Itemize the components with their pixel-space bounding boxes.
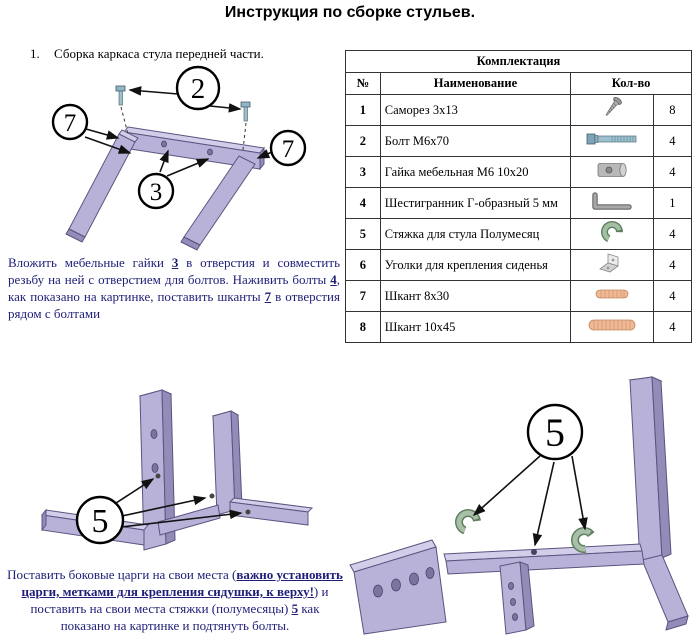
leader-arrows bbox=[84, 86, 273, 177]
part-number-cell: 4 bbox=[345, 187, 381, 219]
table-row: 2 Болт М6х70 4 bbox=[345, 125, 693, 157]
part-name-cell: Шкант 10х45 bbox=[379, 311, 572, 343]
step1-text-2: в отверстия и совместить резьбу на ней с… bbox=[8, 255, 340, 288]
part-name-cell: Уголки для крепления сиденья bbox=[379, 249, 572, 281]
table-row: 6 Уголки для крепления сиденья 4 bbox=[345, 249, 693, 281]
part-number-cell: 3 bbox=[345, 156, 381, 188]
step1-text-1: Вложить мебельные гайки bbox=[8, 255, 172, 270]
part-icon-cell bbox=[570, 156, 654, 188]
step1-heading-text: Сборка каркаса стула передней части. bbox=[54, 46, 264, 61]
callout-7-left: 7 bbox=[51, 103, 89, 141]
col-num: № bbox=[345, 72, 381, 95]
callout-5: 5 bbox=[75, 495, 125, 545]
svg-text:2: 2 bbox=[191, 73, 206, 105]
part-icon-cell bbox=[570, 94, 654, 126]
table-title-row: Комплектация bbox=[345, 50, 692, 73]
front-frame-diagram: 2 7 3 7 bbox=[51, 65, 307, 251]
callout-5: 5 bbox=[526, 403, 584, 461]
part-number-cell: 6 bbox=[345, 249, 381, 281]
part-icon-cell bbox=[570, 280, 654, 312]
side-frame-diagram: 5 bbox=[41, 389, 314, 551]
screw-icon bbox=[605, 97, 622, 116]
step1-heading: 1. Сборка каркаса стула передней части. bbox=[30, 46, 264, 62]
part-name-cell: Шкант 8х30 bbox=[379, 280, 572, 312]
table-row: 8 Шкант 10х45 4 bbox=[345, 311, 693, 343]
fastener-dots bbox=[155, 473, 251, 515]
table-row: 3 Гайка мебельная М6 10х20 4 bbox=[345, 156, 693, 188]
part-icon-cell bbox=[570, 125, 654, 157]
step2-text-2: ) и поставить на свои места стяжки (полу… bbox=[30, 584, 329, 617]
page-title: Инструкция по сборке стульев. bbox=[224, 4, 476, 21]
part-qty-cell: 4 bbox=[652, 125, 693, 157]
ref-5: 5 bbox=[291, 601, 299, 617]
step1-instructions: Вложить мебельные гайки 3 в отверстия и … bbox=[8, 254, 340, 323]
part-qty-cell: 8 bbox=[652, 94, 693, 126]
part-qty-cell: 4 bbox=[652, 156, 693, 188]
dowel-icon bbox=[588, 319, 636, 331]
svg-text:5: 5 bbox=[92, 503, 109, 540]
callout-7-right: 7 bbox=[269, 129, 307, 167]
svg-text:3: 3 bbox=[150, 179, 163, 206]
part-number-cell: 1 bbox=[345, 94, 381, 126]
part-name-cell: Саморез 3х13 bbox=[379, 94, 572, 126]
col-qty: Кол-во bbox=[570, 72, 692, 95]
step1-text-3: , как показано на картинке, поставить шк… bbox=[8, 272, 340, 305]
step2-text-1: Поставить боковые царги на свои места ( bbox=[7, 567, 237, 582]
frame-beams bbox=[65, 126, 265, 251]
part-qty-cell: 4 bbox=[652, 218, 693, 250]
crescent-tie bbox=[571, 527, 597, 553]
part-icon-cell bbox=[570, 249, 654, 281]
table-header-row: № Наименование Кол-во bbox=[345, 72, 692, 95]
crescent-tie bbox=[455, 509, 481, 535]
callout-2: 2 bbox=[175, 65, 221, 111]
step2-important: важно установить царги, метками для креп… bbox=[21, 567, 343, 600]
table-row: 1 Саморез 3х13 8 bbox=[345, 94, 693, 126]
hex-key-icon bbox=[592, 192, 632, 210]
barrel-nut-icon bbox=[597, 163, 627, 177]
table-row: 4 Шестигранник Г-образный 5 мм 1 bbox=[345, 187, 693, 219]
part-name-cell: Болт М6х70 bbox=[379, 125, 572, 157]
leader-arrows bbox=[112, 478, 243, 528]
part-icon-cell bbox=[570, 311, 654, 343]
board-holes bbox=[373, 567, 518, 621]
table-row: 7 Шкант 8х30 4 bbox=[345, 280, 693, 312]
part-qty-cell: 4 bbox=[652, 249, 693, 281]
step1-number: 1. bbox=[30, 46, 40, 61]
part-name-cell: Гайка мебельная М6 10х20 bbox=[379, 156, 572, 188]
part-qty-cell: 4 bbox=[652, 280, 693, 312]
part-number-cell: 7 bbox=[345, 280, 381, 312]
part-number-cell: 5 bbox=[345, 218, 381, 250]
step2-text-3: как показано на картинке и подтянуть бол… bbox=[60, 601, 320, 634]
part-qty-cell: 4 bbox=[652, 311, 693, 343]
part-number-cell: 2 bbox=[345, 125, 381, 157]
col-name: Наименование bbox=[379, 72, 572, 95]
step1-text-4: в отверстия рядом с болтами bbox=[8, 289, 340, 322]
part-name-cell: Стяжка для стула Полумесяц bbox=[379, 218, 572, 250]
bolt-dot bbox=[531, 549, 537, 555]
ref-7: 7 bbox=[264, 289, 272, 305]
part-icon-cell bbox=[570, 187, 654, 219]
bolt-icon bbox=[586, 133, 637, 145]
callout-3: 3 bbox=[137, 172, 175, 210]
part-name-cell: Шестигранник Г-образный 5 мм bbox=[379, 187, 572, 219]
table-row: 5 Стяжка для стула Полумесяц 4 bbox=[345, 218, 693, 250]
parts-table: Комплектация № Наименование Кол-во 1 Сам… bbox=[345, 50, 693, 343]
part-number-cell: 8 bbox=[345, 311, 381, 343]
ref-4: 4 bbox=[330, 272, 337, 288]
dowel-icon bbox=[595, 289, 629, 299]
step2-instructions: Поставить боковые царги на свои места (в… bbox=[6, 566, 344, 635]
frame-beams bbox=[349, 376, 689, 635]
corner-bracket-icon bbox=[599, 253, 619, 273]
svg-text:7: 7 bbox=[282, 136, 295, 163]
crescent-install-diagram: 5 bbox=[349, 376, 689, 635]
leader-arrows bbox=[472, 455, 588, 547]
part-icon-cell bbox=[570, 218, 654, 250]
crescent-bracket-icon bbox=[601, 221, 623, 243]
part-qty-cell: 1 bbox=[652, 187, 693, 219]
svg-text:5: 5 bbox=[545, 410, 565, 455]
table-title: Комплектация bbox=[345, 50, 692, 73]
svg-text:7: 7 bbox=[64, 110, 77, 137]
ref-3: 3 bbox=[171, 255, 179, 270]
